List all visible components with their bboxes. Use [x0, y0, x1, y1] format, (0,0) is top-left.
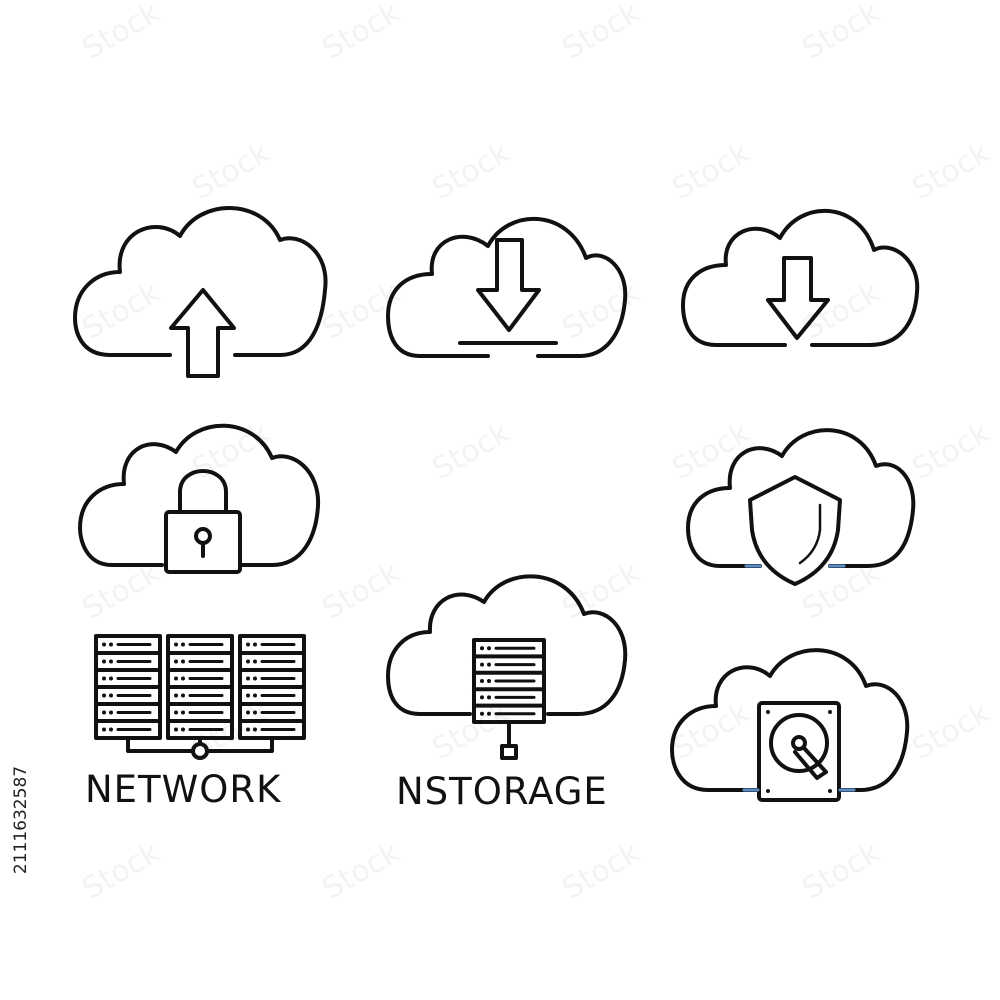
server-rack-icon	[472, 638, 546, 724]
server-rack-icon	[94, 634, 162, 740]
watermark-text: Stock	[797, 835, 887, 907]
watermark-text: Stock	[907, 135, 997, 207]
watermark-text: Stock	[187, 135, 277, 207]
server-network-icon	[94, 634, 306, 760]
watermark-text: Stock	[427, 135, 517, 207]
watermark-text: Stock	[427, 415, 517, 487]
network-label: NETWORK	[85, 768, 282, 811]
stock-id-label: 2111632587	[4, 640, 38, 1000]
watermark-text: Stock	[907, 415, 997, 487]
cloud-storage-server-icon	[386, 574, 628, 760]
stock-id-text: 2111632587	[11, 765, 31, 875]
watermark-text: Stock	[557, 275, 647, 347]
watermark-text: Stock	[557, 835, 647, 907]
watermark-text: Stock	[77, 835, 167, 907]
watermark-text: Stock	[317, 555, 407, 627]
storage-label: NSTORAGE	[396, 770, 608, 813]
server-rack-icon	[166, 634, 234, 740]
cloud-hard-drive-icon	[670, 648, 910, 802]
watermark-text: Stock	[557, 0, 647, 67]
watermark-text: Stock	[317, 0, 407, 67]
watermark-text: Stock	[77, 0, 167, 67]
server-rack-icon	[238, 634, 306, 740]
watermark-text: Stock	[77, 275, 167, 347]
cloud-upload-icon	[73, 206, 328, 378]
watermark-text: Stock	[797, 0, 887, 67]
watermark-text: Stock	[667, 135, 757, 207]
watermark-text: Stock	[907, 695, 997, 767]
cloud-shield-icon	[686, 428, 916, 586]
watermark-text: Stock	[667, 415, 757, 487]
watermark-text: Stock	[317, 835, 407, 907]
cloud-download-icon	[386, 216, 628, 358]
cloud-lock-icon	[78, 423, 321, 574]
cloud-download-icon	[681, 208, 920, 347]
